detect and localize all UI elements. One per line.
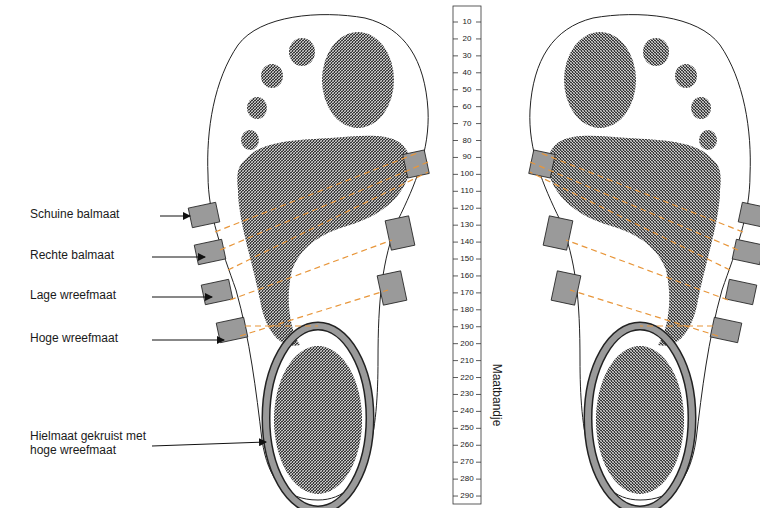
ruler-title: Maatbandje [489, 364, 503, 427]
ruler-number: 60 [462, 102, 473, 111]
ruler-number: 250 [459, 424, 474, 433]
callout-label: Hielmaat gekruist met hoge wreefmaat [30, 430, 150, 458]
ruler-number: 280 [459, 475, 474, 484]
ruler-number: 220 [459, 373, 474, 382]
ruler-number: 40 [462, 68, 473, 77]
ruler-number: 240 [459, 407, 474, 416]
ruler-number: 190 [459, 322, 474, 331]
callout-label: Schuine balmaat [30, 208, 119, 222]
ruler-number: 130 [459, 221, 474, 230]
ruler-number: 80 [462, 136, 473, 145]
ruler-number: 200 [459, 339, 474, 348]
ruler-number: 270 [459, 458, 474, 467]
ruler-number: 140 [459, 237, 474, 246]
ruler-number: 100 [459, 170, 474, 179]
ruler-number: 20 [462, 34, 473, 43]
ruler-number: 290 [459, 491, 474, 500]
ruler-number: 30 [462, 51, 473, 60]
ruler-number: 110 [460, 187, 475, 196]
callout-label: Rechte balmaat [30, 249, 114, 263]
callout-label: Hoge wreefmaat [30, 332, 118, 346]
ruler-number: 50 [462, 85, 473, 94]
ruler-number: 10 [462, 17, 473, 26]
ruler-number: 170 [459, 288, 474, 297]
ruler-number: 120 [459, 204, 474, 213]
ruler-number: 210 [459, 356, 474, 365]
ruler-number: 160 [459, 271, 474, 280]
ruler-number: 230 [459, 390, 474, 399]
ruler-number: 180 [459, 305, 474, 314]
ruler-number: 150 [459, 254, 474, 263]
ruler-number: 260 [459, 441, 474, 450]
ruler-number: 90 [462, 153, 473, 162]
ruler-number: 70 [462, 119, 473, 128]
callout-label: Lage wreefmaat [30, 289, 116, 303]
